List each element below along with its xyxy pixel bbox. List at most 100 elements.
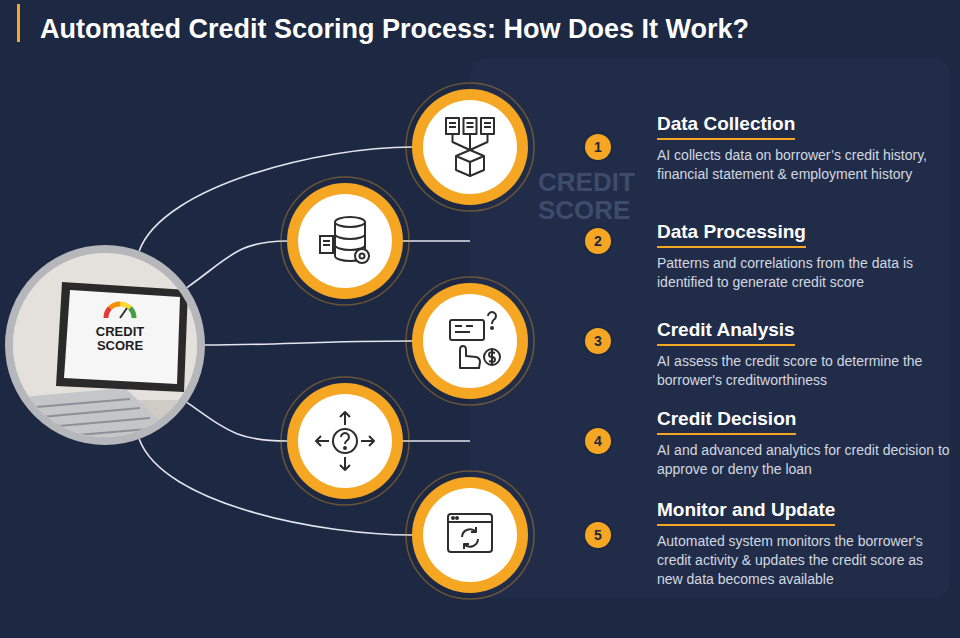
icon-circle <box>423 100 517 194</box>
arrow-wedge <box>611 236 637 246</box>
icon-circle <box>412 477 528 593</box>
icon-circle <box>361 436 374 446</box>
icon-circle <box>281 377 409 505</box>
background-ghost <box>470 58 950 598</box>
connector-line <box>139 147 585 251</box>
laptop-illustration <box>64 290 180 384</box>
laptop-illustration <box>9 249 201 441</box>
icon-circle <box>488 312 496 324</box>
icon-circle <box>452 517 454 519</box>
icon-circle <box>448 521 492 523</box>
callout-number: 5 <box>585 522 611 548</box>
icon-circle <box>423 294 517 388</box>
title-bar <box>17 4 20 42</box>
icon-circle <box>323 241 330 245</box>
icon-circle <box>423 488 517 582</box>
icon-circle <box>320 217 369 263</box>
callout-number-text: 4 <box>585 428 611 454</box>
callout-number: 2 <box>585 228 611 254</box>
icon-circle <box>360 254 365 259</box>
icon-circle <box>455 326 473 332</box>
laptop-illustration <box>106 308 110 318</box>
step-heading: Credit Decision <box>657 407 796 435</box>
icon-circle <box>316 412 374 470</box>
callout-number-text: 1 <box>585 134 611 160</box>
icon-circle <box>448 514 492 552</box>
icon-circle <box>406 83 534 211</box>
connector <box>205 341 585 345</box>
step-heading: Monitor and Update <box>657 498 835 526</box>
arrow-wedge <box>611 142 637 152</box>
laptop-circle: CREDIT SCORE <box>5 245 205 445</box>
step-heading: Data Collection <box>657 112 795 140</box>
step-description: AI assess the credit score to determine … <box>657 352 950 390</box>
connector-line <box>205 341 585 345</box>
icon-circle <box>456 517 458 519</box>
callout-number: 1 <box>585 134 611 160</box>
icon-circle <box>462 527 476 537</box>
callout-number: 3 <box>585 328 611 354</box>
icon-circle <box>287 383 403 499</box>
connector <box>139 147 585 251</box>
arrow-wedge <box>611 436 637 446</box>
connector <box>611 236 637 246</box>
step-text-block: Data Collection AI collects data on borro… <box>637 112 950 184</box>
step-text-block: Credit Analysis AI assess the credit scor… <box>637 318 950 390</box>
icon-circle <box>449 123 491 127</box>
connector <box>187 402 585 441</box>
icon-circle <box>406 277 534 405</box>
laptop-illustration <box>25 399 160 438</box>
icon-circle <box>412 89 528 205</box>
icon-circle <box>481 118 494 134</box>
laptop-illustration <box>5 245 205 445</box>
connector-line <box>187 241 585 288</box>
step-text-block: Credit Decision AI and advanced analytics… <box>637 407 950 479</box>
step-description: Automated system monitors the borrower's… <box>657 532 950 589</box>
step-description: AI and advanced analytics for credit dec… <box>657 441 950 479</box>
step-heading: Credit Analysis <box>657 318 795 346</box>
icon-circle <box>464 118 477 134</box>
laptop-illustration <box>5 400 205 450</box>
icon-circle <box>298 394 392 488</box>
icon-circle <box>355 249 369 263</box>
arrow-wedge <box>611 530 637 540</box>
icon-circle <box>335 222 365 261</box>
icon-circle <box>406 471 534 599</box>
connector <box>611 530 637 540</box>
laptop-illustration <box>130 308 134 318</box>
icon-circle <box>484 349 500 365</box>
icon-circle <box>333 429 357 453</box>
laptop-illustration <box>10 388 180 455</box>
step-heading: Data Processing <box>657 220 806 248</box>
step-text-block: Monitor and UpdateAutomated system monit… <box>637 498 950 589</box>
icon-circle <box>281 377 409 505</box>
icon-circle <box>335 234 365 250</box>
laptop-illustration <box>120 308 127 318</box>
icon-circle <box>446 118 459 134</box>
icon-circle <box>446 118 494 176</box>
callout-number-text: 2 <box>585 228 611 254</box>
connector-line <box>187 402 585 441</box>
icon-circle <box>340 412 350 425</box>
step-icon-circles <box>281 83 534 599</box>
callout-number: 4 <box>585 428 611 454</box>
icon-circle <box>464 539 478 549</box>
icon-circle <box>406 277 534 405</box>
connector <box>139 439 585 535</box>
connector-line <box>139 439 585 535</box>
callout-number-text: 3 <box>585 328 611 354</box>
laptop-illustration <box>56 282 188 392</box>
laptop-illustration <box>120 304 130 308</box>
arrow-wedge <box>611 336 637 346</box>
laptop-illustration <box>5 245 205 455</box>
icon-circle <box>340 457 350 470</box>
icon-circle <box>298 194 392 288</box>
step-description: AI collects data on borrower’s credit hi… <box>657 146 950 184</box>
icon-circle <box>450 320 484 340</box>
icon-circle <box>406 471 534 599</box>
icon-circle <box>341 433 349 444</box>
connector <box>187 241 585 288</box>
step-text-block: Data ProcessingPatterns and correlations… <box>637 220 950 292</box>
connector <box>611 436 637 446</box>
